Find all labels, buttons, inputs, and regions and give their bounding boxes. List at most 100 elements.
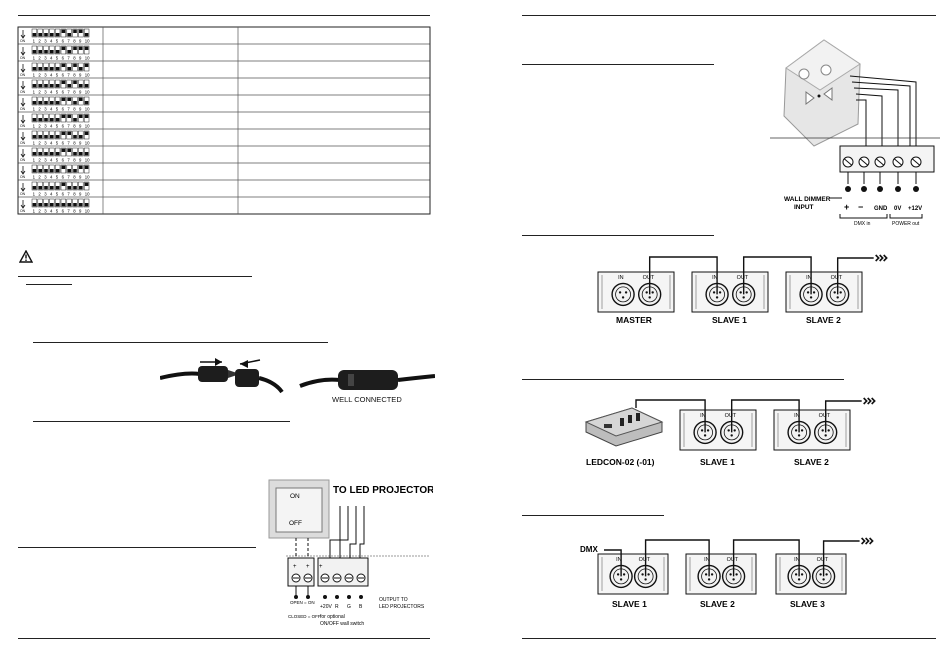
- dip-switch-knob: [38, 152, 42, 156]
- switch-off-label: OFF: [289, 520, 302, 527]
- plus-mark-2: +: [306, 564, 310, 570]
- dip-switch-knob: [55, 101, 60, 105]
- xlr-pin: [703, 434, 707, 437]
- dip-switch-number: 4: [50, 73, 53, 78]
- dip-switch-knob: [44, 152, 48, 156]
- dip-switch-knob: [79, 29, 83, 33]
- signal-arrow: [883, 254, 888, 262]
- dip-switch-number: 7: [67, 39, 70, 44]
- dmx-out-text: OUT: [725, 413, 737, 419]
- dip-switch-knob: [61, 97, 66, 101]
- xlr-pin: [824, 434, 827, 437]
- dip-switch-number: 5: [56, 90, 59, 95]
- dip-on-label: ON: [20, 107, 26, 111]
- dip-row-arrowhead: [20, 51, 26, 56]
- dip-switch-number: 8: [73, 90, 76, 95]
- xlr-pin: [745, 291, 748, 294]
- dip-switch-number: 2: [38, 73, 41, 78]
- dip-switch-knob: [32, 169, 37, 173]
- switch-terminal-block-a: [287, 557, 315, 587]
- dip-switch-number: 6: [62, 175, 65, 180]
- xlr-pin: [797, 434, 801, 437]
- dip-switch-knob: [32, 84, 37, 88]
- dip-on-label: ON: [20, 39, 26, 43]
- dip-switch-number: 1: [33, 73, 36, 78]
- dip-switch-knob: [73, 46, 77, 50]
- dip-switch-number: 1: [33, 39, 36, 44]
- xlr-pin: [839, 291, 842, 294]
- dip-switch-knob: [50, 33, 54, 37]
- xlr-pin: [700, 429, 704, 432]
- xlr-pin: [645, 291, 648, 294]
- xlr-pin: [800, 573, 804, 576]
- dip-switch-number: 10: [85, 124, 90, 129]
- chain2-label-ledcon: LEDCON-02 (-01): [586, 457, 655, 467]
- dip-switch-number: 8: [73, 192, 76, 197]
- right-rule-4: [522, 515, 664, 516]
- dip-switch-number: 8: [73, 175, 76, 180]
- dip-switch-knob: [79, 84, 83, 88]
- dmx-cable: [742, 256, 812, 295]
- dip-row-arrowhead: [20, 170, 26, 175]
- output-label-2: LED PROJECTORS: [379, 604, 425, 610]
- dip-on-label: ON: [20, 90, 26, 94]
- dip-switch-knob: [50, 135, 54, 139]
- dip-switch-number: 8: [73, 158, 76, 163]
- dip-row-arrowhead: [20, 34, 26, 39]
- dip-switch-knob: [44, 50, 48, 54]
- dip-on-label: ON: [20, 73, 26, 77]
- dip-switch-knob: [84, 63, 89, 67]
- dip-switch-knob: [38, 84, 42, 88]
- dip-switch-knob: [50, 84, 54, 88]
- dip-switch-knob: [55, 135, 60, 139]
- output-label-1: OUTPUT TO: [379, 597, 408, 603]
- connector-illustration: WELL CONNECTED: [160, 358, 435, 404]
- dip-on-label: ON: [20, 175, 26, 179]
- dip-switch-number: 10: [85, 175, 90, 180]
- dip-switch-number: 4: [50, 141, 53, 146]
- dmx-in-text: IN: [700, 413, 706, 419]
- dip-switch-number: 7: [67, 141, 70, 146]
- dip-switch-number: 2: [38, 158, 41, 163]
- dip-switch-knob: [44, 186, 48, 190]
- dip-switch-knob: [84, 46, 89, 50]
- dimmer-pin-minus: −: [858, 202, 863, 212]
- dip-switch-knob: [67, 203, 71, 207]
- dip-switch-number: 4: [50, 175, 53, 180]
- xlr-pin: [618, 291, 622, 294]
- dip-row-arrowhead: [20, 119, 26, 124]
- dip-switch-number: 1: [33, 192, 36, 197]
- dip-switch-knob: [50, 186, 54, 190]
- warning-icon: [19, 250, 33, 263]
- xlr-pin: [616, 573, 620, 576]
- dip-switch-number: 3: [44, 107, 47, 112]
- xlr-pin: [812, 291, 816, 294]
- dip-switch-knob: [50, 203, 54, 207]
- chain2-unit-label: SLAVE 1: [700, 457, 735, 467]
- dip-on-label: ON: [20, 158, 26, 162]
- switch-panel-diagram: ON OFF TO LED PROJECTOR + + + +20V R G B…: [268, 479, 433, 627]
- dip-switch-knob: [55, 152, 60, 156]
- right-page-top-rule: [522, 15, 936, 16]
- xlr-pin: [644, 578, 647, 581]
- dip-switch-number: 5: [56, 56, 59, 61]
- xlr-pin: [710, 573, 714, 576]
- dip-switch-knob: [67, 148, 71, 152]
- dip-switch-knob: [50, 101, 54, 105]
- xlr-pin: [797, 578, 801, 581]
- section-rule-4: [18, 547, 256, 548]
- dmx-unit-panel: [773, 409, 851, 451]
- dimmer-pin-0v: 0V: [894, 206, 901, 212]
- xlr-pin: [732, 578, 735, 581]
- dip-switch-number: 5: [56, 209, 59, 214]
- dip-row-arrowhead: [20, 102, 26, 107]
- dip-switch-number: 4: [50, 39, 53, 44]
- section-rule-1b: [26, 284, 72, 285]
- xlr-pin: [641, 573, 644, 576]
- dip-switch-knob: [55, 84, 60, 88]
- dip-switch-number: 1: [33, 107, 36, 112]
- dip-switch-knob: [67, 169, 71, 173]
- dip-switch-knob: [44, 101, 48, 105]
- dip-switch-number: 2: [38, 56, 41, 61]
- dmx-unit-panel: [775, 553, 847, 595]
